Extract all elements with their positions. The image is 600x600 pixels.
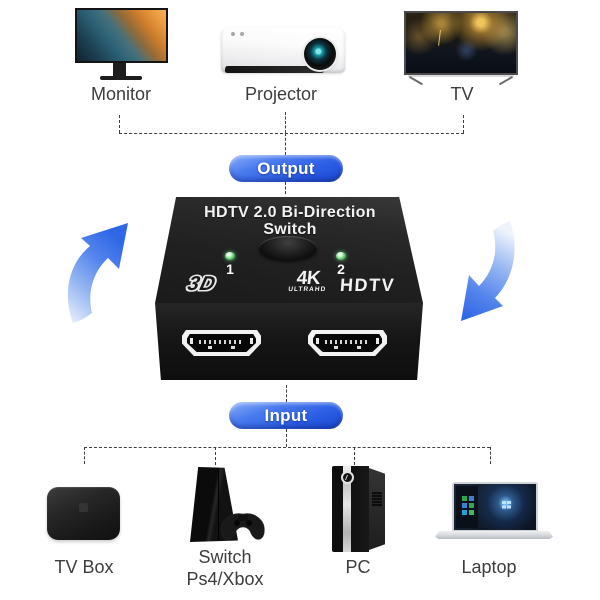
monitor-screen (75, 8, 168, 63)
monitor-wallpaper (77, 10, 166, 61)
tv-bottom-bar (408, 75, 514, 77)
monitor-label: Monitor (90, 84, 152, 104)
connector-projector-drop (285, 112, 286, 133)
start-menu-tiles (462, 496, 467, 501)
laptop-icon (435, 478, 555, 542)
3d-logo: 3D (185, 273, 219, 295)
output-badge: Output (229, 155, 343, 182)
connector-bus-to-output (285, 133, 286, 155)
curved-arrow-down-icon (461, 221, 515, 321)
hdmi-port-clip (316, 338, 319, 344)
connector-laptop-drop (490, 447, 491, 464)
device-title-line2: Switch (263, 221, 317, 238)
hdtv-logo: HDTV (339, 275, 396, 295)
console-label-line1: Switch (198, 547, 252, 567)
hdmi-port-2 (308, 330, 387, 356)
gamepad-icon (221, 513, 265, 540)
pc-side-panel (369, 468, 385, 550)
monitor-stand (113, 63, 126, 77)
laptop-label: Laptop (461, 557, 517, 577)
connector-tv-drop (463, 115, 464, 133)
led-indicator-1 (225, 252, 235, 260)
hdmi-port-clip (376, 338, 379, 344)
pc-label: PC (345, 557, 371, 577)
port-number-2: 2 (337, 261, 345, 277)
connector-top-bus (119, 133, 464, 134)
pc-front-strip (343, 466, 351, 552)
game-console-icon (186, 466, 268, 544)
connector-console-drop (215, 447, 216, 465)
laptop-screen (452, 482, 538, 532)
hdmi-switch-device: HDTV 2.0 Bi-Direction Switch 1 2 3D 4K U… (150, 195, 430, 385)
tv-figure (438, 29, 444, 46)
tv-box-icon (47, 487, 120, 540)
console-label-line2: Ps4/Xbox (186, 569, 264, 589)
projector-icon (221, 27, 345, 75)
hdmi-port-contact (357, 346, 361, 349)
hdmi-port-clip (250, 338, 253, 344)
hdmi-port-clip (190, 338, 193, 344)
console-seam (218, 469, 219, 540)
device-title-line1: HDTV 2.0 Bi-Direction (204, 204, 376, 221)
hdmi-port-pins (325, 340, 370, 344)
laptop-base (435, 531, 553, 539)
monitor-base (100, 76, 142, 80)
connector-input-to-bus (286, 429, 287, 447)
connector-bottom-bus (84, 447, 490, 448)
laptop-display (454, 484, 536, 530)
projector-buttons (231, 32, 235, 36)
connector-output-to-device (285, 182, 286, 194)
tv-box-logo (79, 503, 88, 512)
monitor-icon (75, 8, 168, 88)
tv-frame (404, 11, 518, 75)
connector-pc-drop (354, 447, 355, 465)
input-badge: Input (229, 402, 343, 429)
curved-arrow-up-icon (67, 223, 128, 323)
tv-wallpaper (406, 13, 516, 73)
pc-tower-icon (330, 466, 390, 554)
4k-ultrahd-logo: 4K ULTRAHD (279, 268, 337, 293)
connector-device-to-input (286, 385, 287, 402)
hdmi-port-pins (199, 340, 244, 344)
selector-button (259, 236, 317, 260)
connector-tvbox-drop (84, 447, 85, 464)
tv-box-label: TV Box (54, 557, 114, 577)
hdmi-port-contact (334, 346, 338, 349)
hp-logo (341, 471, 354, 484)
ultrahd-logo-text: ULTRAHD (287, 286, 327, 293)
tv-icon (404, 11, 518, 91)
4k-logo-text: 4K (295, 268, 322, 289)
hdmi-port-contact (231, 346, 235, 349)
connector-monitor-drop (119, 115, 120, 133)
windows-logo-icon (501, 500, 506, 505)
port-number-1: 1 (226, 261, 234, 277)
tv-label: TV (450, 84, 474, 104)
led-indicator-2 (336, 252, 346, 260)
pc-vent (372, 492, 382, 507)
projector-label: Projector (244, 84, 318, 104)
projector-lens (304, 38, 336, 70)
hdmi-port-contact (208, 346, 212, 349)
start-menu (456, 486, 478, 528)
hdmi-port-1 (182, 330, 261, 356)
